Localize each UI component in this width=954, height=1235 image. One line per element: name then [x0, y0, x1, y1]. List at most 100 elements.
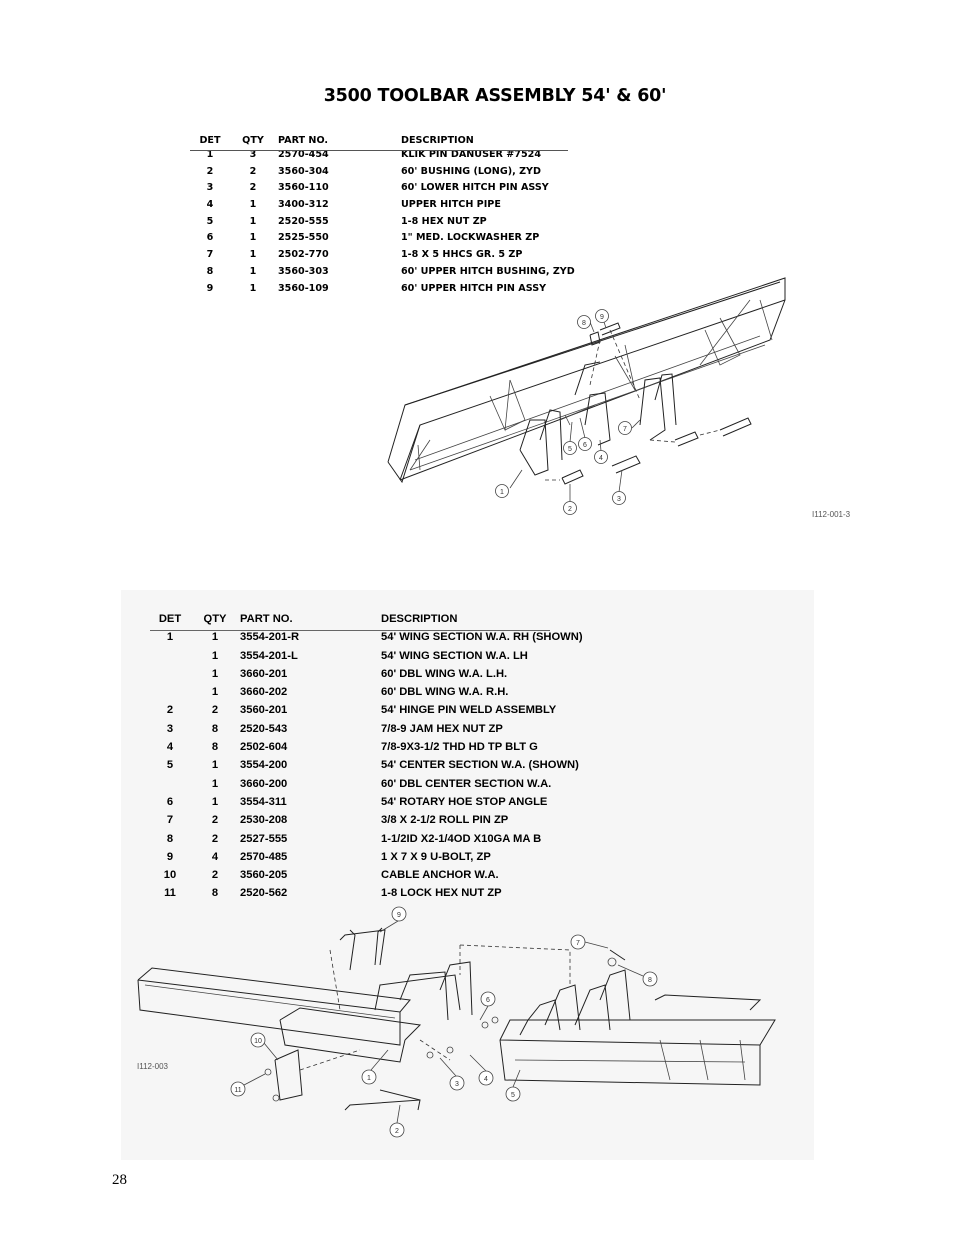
balloon-3-label: 3	[617, 496, 621, 503]
cell-description: 54' WING SECTION W.A. LH	[381, 649, 528, 662]
balloon-3	[449, 1075, 465, 1091]
header-description: DESCRIPTION	[381, 613, 458, 625]
cell-part-no: 2502-770	[278, 249, 329, 261]
cell-description: 1 X 7 X 9 U-BOLT, ZP	[381, 850, 491, 863]
header-description: DESCRIPTION	[401, 135, 474, 146]
cell-qty: 1	[211, 759, 219, 772]
balloon-1-label: 1	[367, 1075, 371, 1082]
balloon-9-label: 9	[600, 314, 604, 321]
balloon-6	[480, 991, 496, 1007]
cell-det: 7	[166, 814, 174, 827]
header-qty: QTY	[203, 613, 227, 625]
balloon-9	[595, 309, 609, 323]
table2-header-rule	[150, 630, 550, 631]
balloon-4-label: 4	[599, 455, 603, 462]
cell-part-no: 3660-200	[240, 777, 288, 790]
cell-qty: 1	[211, 631, 219, 644]
balloon-4	[594, 450, 608, 464]
cell-part-no: 2570-454	[278, 149, 329, 160]
cell-det: 8	[206, 265, 214, 277]
balloon-4-label: 4	[484, 1076, 488, 1083]
balloon-8-label: 8	[648, 977, 652, 984]
cell-det: 2	[206, 165, 214, 177]
hitch-pins	[545, 322, 752, 485]
cell-qty: 1	[211, 649, 219, 662]
cell-qty: 1	[211, 795, 219, 808]
balloon-6-label: 6	[486, 997, 490, 1004]
cell-part-no: 3560-109	[278, 282, 329, 294]
drawing1-balloons: 1 2 3 4 5 6 7 8 9	[495, 309, 641, 515]
cell-det: 2	[166, 704, 174, 717]
cell-part-no: 3560-303	[278, 265, 329, 277]
balloon-8	[642, 971, 658, 987]
toolbar-truss	[387, 277, 786, 484]
cell-det: 6	[166, 795, 174, 808]
cell-det: 10	[163, 869, 177, 882]
balloon-3-label: 3	[455, 1081, 459, 1088]
table-header-rule	[190, 150, 568, 151]
cell-det: 11	[164, 887, 176, 900]
balloon-2-label: 2	[568, 506, 572, 513]
cell-det: 3	[206, 182, 214, 194]
cell-part-no: 2502-604	[240, 741, 288, 754]
balloon-3	[612, 491, 626, 505]
cell-det: 4	[166, 741, 174, 754]
cell-qty: 2	[211, 832, 219, 845]
cell-part-no: 2530-208	[240, 814, 288, 827]
balloon-9	[391, 906, 407, 922]
wing-beam	[137, 961, 473, 1063]
cell-qty: 8	[211, 722, 219, 735]
drawing2-balloons: 1 2 3 4 5 6 7 8 9 10 11	[230, 906, 658, 1138]
cell-part-no: 3554-201-L	[240, 649, 298, 662]
cell-part-no: 3400-312	[278, 199, 329, 211]
cell-part-no: 3554-201-R	[240, 631, 300, 644]
cell-part-no: 3554-200	[240, 759, 288, 772]
cell-det: 3	[166, 722, 174, 735]
hitch-brackets	[519, 361, 677, 476]
cell-qty: 1	[249, 282, 257, 294]
balloon-10-label: 10	[254, 1038, 262, 1045]
cell-description: 1-8 LOCK HEX NUT ZP	[381, 887, 502, 900]
cell-part-no: 2570-485	[240, 850, 288, 863]
balloon-7-label: 7	[576, 940, 580, 947]
cell-qty: 8	[211, 887, 219, 900]
cell-description: 54' WING SECTION W.A. RH (SHOWN)	[381, 631, 583, 644]
cell-qty: 1	[249, 265, 257, 277]
cell-qty: 1	[211, 667, 219, 680]
header-part-no: PART NO.	[240, 613, 293, 625]
header-qty: QTY	[242, 135, 264, 146]
cell-qty: 4	[211, 850, 219, 863]
cell-description: 1-8 X 5 HHCS GR. 5 ZP	[401, 249, 523, 261]
cell-description: KLIK PIN DANUSER #7524	[401, 149, 541, 160]
wing-section-panel	[121, 590, 814, 1160]
cell-det: 5	[166, 759, 174, 772]
cell-description: 60' UPPER HITCH BUSHING, ZYD	[401, 265, 575, 277]
center-section	[499, 969, 776, 1086]
cell-description: 7/8-9X3-1/2 THD HD TP BLT G	[381, 741, 538, 754]
balloon-4	[478, 1070, 494, 1086]
cell-description: 60' DBL CENTER SECTION W.A.	[381, 777, 552, 790]
cell-part-no: 3660-201	[240, 667, 288, 680]
cell-qty: 2	[211, 814, 219, 827]
header-det: DET	[199, 135, 221, 146]
balloon-9-label: 9	[397, 912, 401, 919]
balloon-2	[389, 1122, 405, 1138]
cell-part-no: 3554-311	[240, 795, 287, 808]
cell-description: 7/8-9 JAM HEX NUT ZP	[381, 722, 503, 735]
balloon-8-label: 8	[582, 320, 586, 327]
cell-part-no: 3560-201	[240, 704, 288, 717]
cell-qty: 8	[211, 741, 219, 754]
cell-qty: 3	[249, 149, 257, 160]
balloon-11-label: 11	[234, 1087, 241, 1094]
balloon-1	[361, 1069, 377, 1085]
cell-det: 9	[206, 282, 214, 294]
drawing2-reference-number: I112-003	[137, 1062, 168, 1071]
cell-part-no: 2520-562	[240, 887, 288, 900]
cell-qty: 2	[211, 704, 219, 717]
cell-qty: 1	[211, 777, 219, 790]
cell-description: 1-1/2ID X2-1/4OD X10GA MA B	[381, 832, 542, 845]
balloon-10	[250, 1032, 266, 1048]
balloon-5-label: 5	[568, 446, 572, 453]
